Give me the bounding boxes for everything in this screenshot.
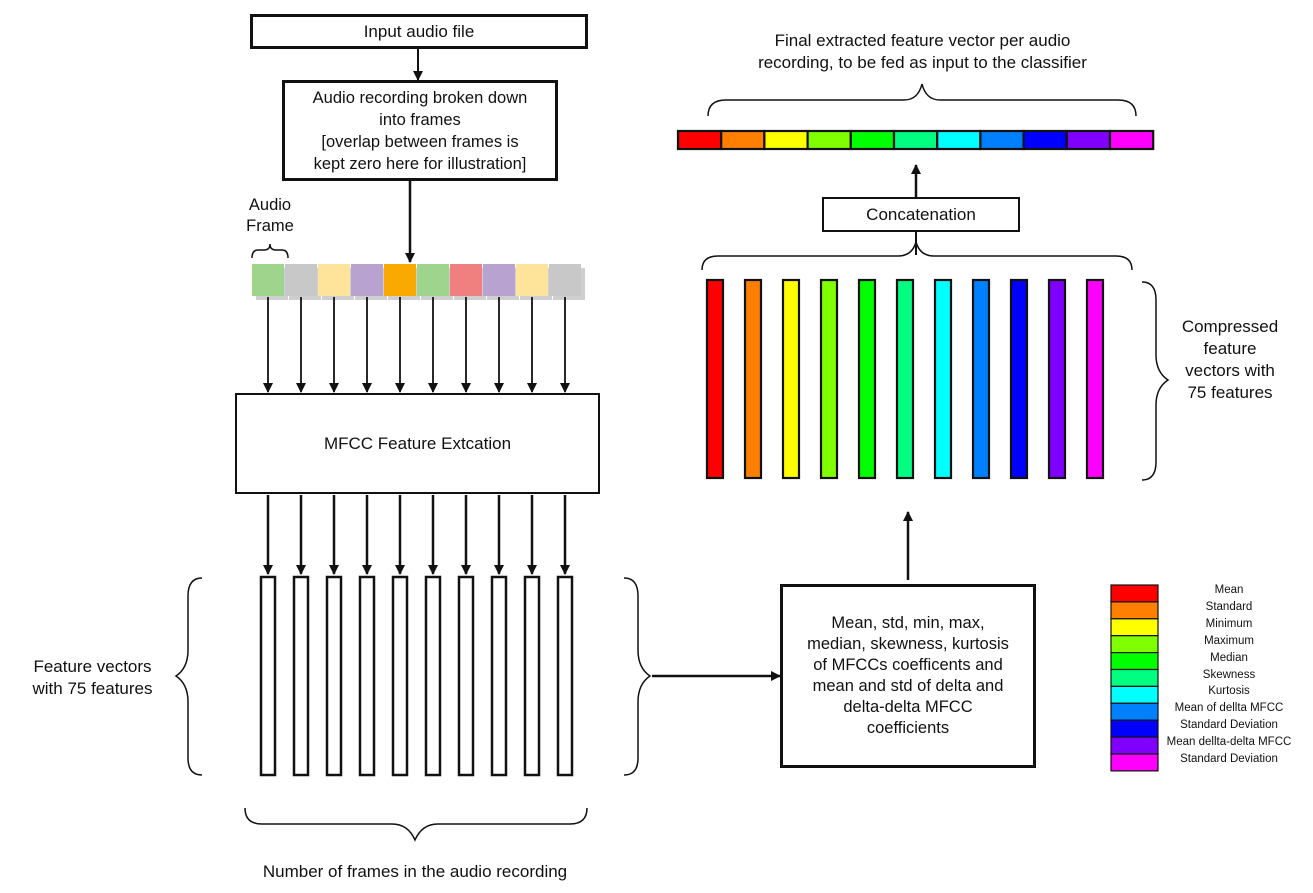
audio-frame bbox=[285, 264, 317, 296]
right-feature-brace bbox=[623, 577, 652, 776]
mfcc-extraction-box: MFCC Feature Extcation bbox=[235, 393, 600, 494]
compressed-feature-vector bbox=[743, 278, 763, 480]
frame-feature-vector bbox=[556, 575, 574, 777]
final-vector-segment bbox=[676, 129, 723, 151]
compressed-feature-vector bbox=[781, 278, 801, 480]
number-of-frames-label: Number of frames in the audio recording bbox=[262, 862, 568, 881]
final-vector-segment bbox=[979, 129, 1025, 151]
final-vector-segment bbox=[936, 129, 982, 151]
legend-swatch bbox=[1110, 668, 1159, 687]
final-vector-brace bbox=[707, 83, 1137, 117]
legend-swatch bbox=[1110, 651, 1159, 671]
legend-label: Kurtosis bbox=[1208, 685, 1250, 698]
legend-swatch bbox=[1110, 635, 1159, 654]
legend-label: Mean dellta-delta MFCC bbox=[1166, 736, 1292, 749]
legend-label: Minimum bbox=[1205, 617, 1253, 630]
final-vector-segment bbox=[849, 129, 896, 151]
audio-frame bbox=[450, 264, 482, 296]
legend-label: Mean of dellta MFCC bbox=[1174, 702, 1284, 715]
final-vector-segment bbox=[720, 129, 766, 151]
compressed-feature-vectors-label: Compressed feature vectors with 75 featu… bbox=[1181, 317, 1279, 402]
legend-swatch bbox=[1110, 601, 1159, 620]
compressed-feature-vector bbox=[1047, 278, 1067, 480]
legend-swatch bbox=[1110, 685, 1159, 704]
audio-frame bbox=[549, 264, 581, 296]
audio-frame bbox=[384, 264, 416, 296]
compressed-top-brace bbox=[701, 239, 1133, 271]
frame-feature-vector bbox=[523, 575, 541, 777]
legend-swatch bbox=[1110, 719, 1159, 738]
legend-swatch bbox=[1110, 702, 1159, 721]
concatenation-box: Concatenation bbox=[822, 197, 1020, 232]
compressed-right-brace bbox=[1141, 281, 1170, 481]
frame-feature-vector bbox=[358, 575, 376, 777]
compressed-feature-vector bbox=[933, 278, 953, 480]
legend-label: Standard Deviation bbox=[1180, 719, 1278, 732]
final-vector-segment bbox=[806, 129, 852, 151]
compressed-feature-vector bbox=[971, 278, 991, 480]
bottom-frames-brace bbox=[244, 807, 588, 842]
legend-swatch bbox=[1110, 618, 1159, 637]
audio-frame bbox=[318, 264, 350, 296]
legend-swatch bbox=[1110, 584, 1159, 603]
final-vector-segment bbox=[1065, 129, 1112, 151]
legend-label: Standard Deviation bbox=[1180, 753, 1278, 765]
audio-frame bbox=[483, 264, 515, 296]
statistics-box: Mean, std, min, max, median, skewness, k… bbox=[780, 584, 1036, 768]
compressed-feature-vector bbox=[1085, 278, 1105, 480]
final-vector-label: Final extracted feature vector per audio… bbox=[758, 31, 1087, 72]
legend-label: Maximum bbox=[1204, 634, 1254, 647]
legend-swatch bbox=[1110, 736, 1159, 755]
frame-feature-vector bbox=[424, 575, 442, 777]
audio-frame bbox=[351, 264, 383, 296]
final-vector-segment bbox=[1022, 129, 1068, 151]
frame-feature-vector bbox=[292, 575, 310, 777]
frame-feature-vector bbox=[457, 575, 475, 777]
frames-breakdown-box: Audio recording broken down into frames … bbox=[282, 80, 558, 181]
left-feature-brace bbox=[174, 577, 203, 776]
input-audio-file-box: Input audio file bbox=[250, 14, 588, 49]
feature-vectors-label: Feature vectors with 75 features bbox=[32, 657, 153, 698]
audio-frame-brace bbox=[251, 243, 289, 259]
frame-feature-vector bbox=[490, 575, 508, 777]
compressed-feature-vector bbox=[895, 278, 915, 480]
legend-label: Standard bbox=[1205, 600, 1253, 613]
audio-frame bbox=[417, 264, 449, 296]
frame-feature-vector bbox=[259, 575, 277, 777]
compressed-feature-vector bbox=[705, 278, 725, 480]
legend-label: Mean bbox=[1214, 584, 1244, 596]
audio-frame-label: Audio Frame bbox=[246, 196, 294, 235]
legend-swatch bbox=[1110, 753, 1159, 772]
final-vector-segment bbox=[1108, 129, 1155, 151]
final-vector-segment bbox=[892, 129, 939, 151]
compressed-feature-vector bbox=[857, 278, 877, 480]
audio-frame bbox=[516, 264, 548, 296]
frame-feature-vector bbox=[391, 575, 409, 777]
legend-label: Skewness bbox=[1202, 668, 1256, 681]
final-vector-segment bbox=[763, 129, 809, 151]
legend-label: Median bbox=[1210, 651, 1248, 664]
compressed-feature-vector bbox=[1009, 278, 1029, 480]
audio-frame bbox=[252, 264, 284, 296]
compressed-feature-vector bbox=[819, 278, 839, 480]
frame-feature-vector bbox=[325, 575, 343, 777]
